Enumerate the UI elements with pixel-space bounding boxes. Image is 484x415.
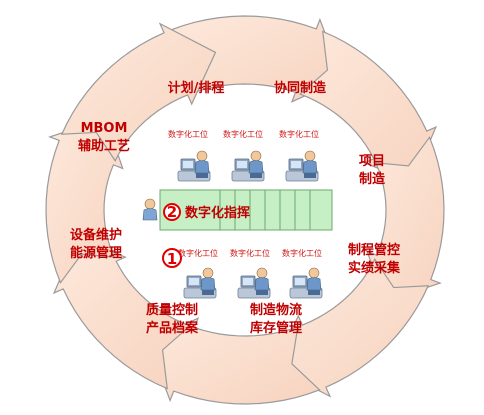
segment-label-line2: 库存管理	[250, 320, 302, 336]
segment-label-line2: 产品档案	[146, 320, 199, 336]
workstation-icon	[231, 150, 265, 182]
segment-label-line2: 能源管理	[70, 245, 122, 261]
workstation-icon	[285, 150, 319, 182]
segment-label-line1: 制程管控	[348, 242, 400, 258]
segment-label-line1: 计划/排程	[168, 80, 225, 96]
ws-label-top-3: 数字化工位	[279, 129, 319, 139]
workstation-icon	[177, 150, 211, 182]
ws-label-top-1: 数字化工位	[168, 129, 208, 139]
commander-icon	[142, 198, 158, 221]
cycle-arrow-segment	[60, 22, 217, 162]
segment-label-line1: 制造物流	[250, 302, 302, 318]
workstation-icon	[289, 267, 323, 299]
step-1-badge	[162, 248, 182, 268]
step-2-number: 2	[167, 203, 177, 221]
step-1-number: 1	[167, 250, 177, 268]
ws-label-bottom-2: 数字化工位	[230, 248, 270, 258]
ws-label-top-2: 数字化工位	[223, 129, 263, 139]
digital-command-label: 数字化指挥	[185, 205, 250, 221]
workstation-icon	[237, 267, 271, 299]
segment-label-line1: 项目	[359, 154, 385, 169]
segment-label-line1: 协同制造	[274, 80, 327, 96]
digital-command-bar: 2 数字化指挥	[142, 189, 333, 231]
segment-label-line2: 辅助工艺	[78, 138, 130, 154]
segment-label-line2: 实绩采集	[348, 260, 401, 276]
segment-label-line1: 设备维护	[70, 227, 122, 243]
segment-label-line1: 质量控制	[146, 302, 198, 318]
ws-label-bottom-1: 数字化工位	[178, 248, 218, 258]
workstation-icon	[183, 267, 217, 299]
segment-label-line2: 制造	[359, 171, 386, 187]
workstation-row-bottom: 数字化工位 数字化工位 数字化工位 1	[162, 248, 323, 299]
workstation-row-top: 数字化工位 数字化工位 数字化工位	[168, 129, 319, 182]
ws-label-bottom-3: 数字化工位	[282, 248, 322, 258]
step-2-badge	[163, 203, 181, 221]
segment-label-line1: MBOM	[81, 121, 128, 136]
cycle-arrows	[45, 15, 445, 405]
center-panel: 数字化工位 数字化工位 数字化工位 2 数字化指挥	[142, 129, 333, 299]
